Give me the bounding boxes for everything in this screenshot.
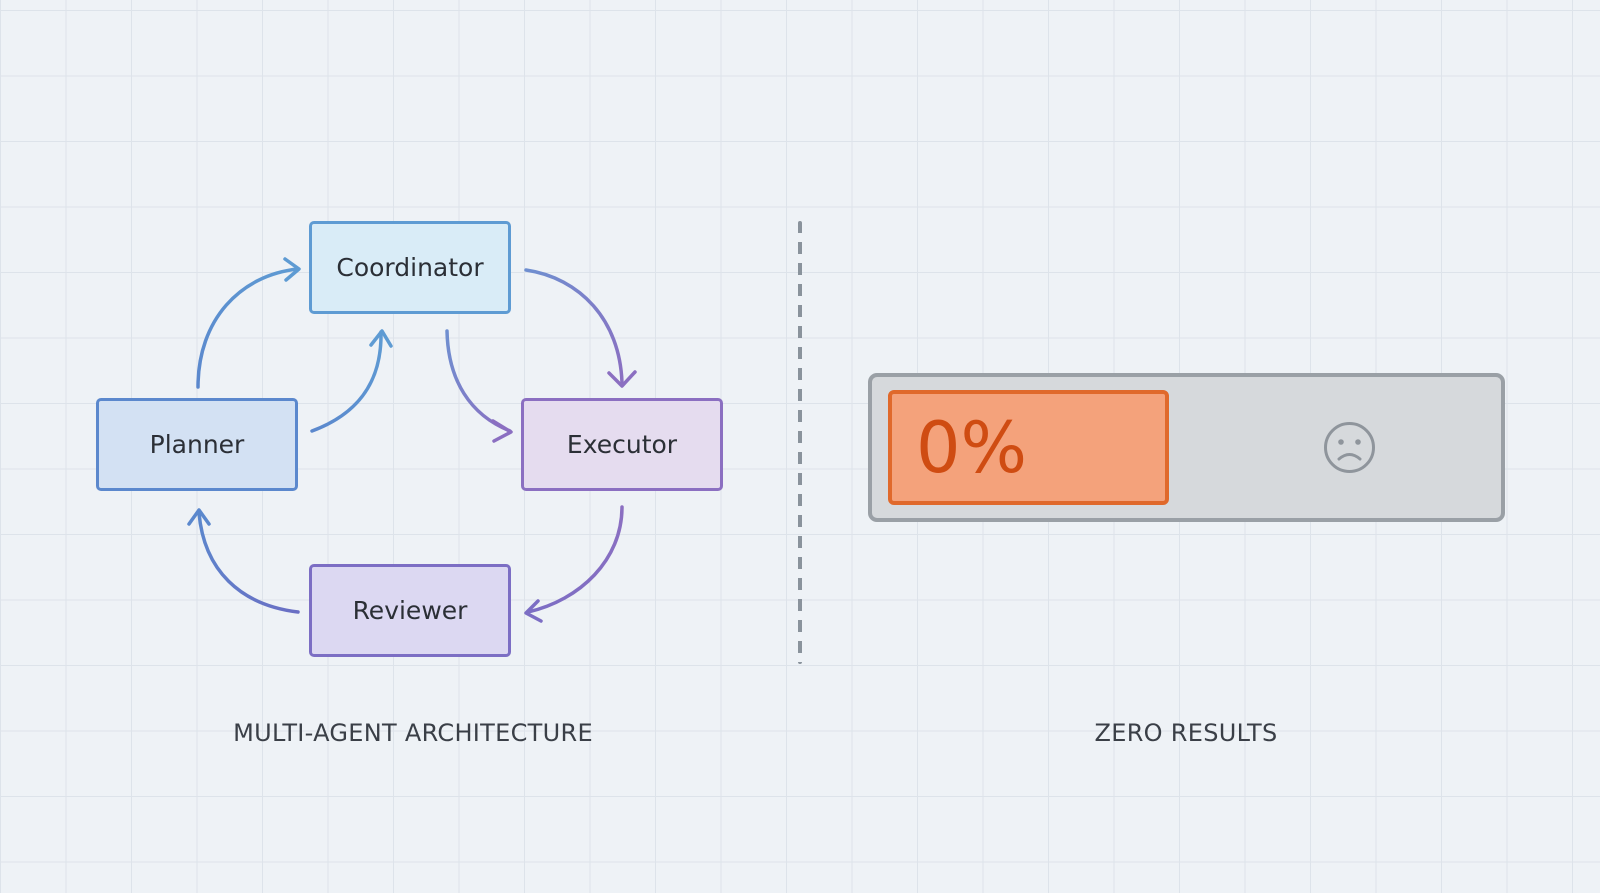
arrowhead [607,370,637,388]
edge-reviewer-to-planner [197,511,300,614]
arrowhead [187,508,211,526]
dashed-divider [798,221,802,664]
planner-node: Planner [96,398,298,491]
planner-label: Planner [149,430,245,459]
arrowhead [491,419,513,443]
progress-bar: 0% [868,373,1505,522]
edge-executor-to-reviewer [526,505,624,614]
executor-node: Executor [521,398,723,491]
arrowhead [524,599,543,623]
coordinator-label: Coordinator [336,253,484,282]
arrowhead [283,257,301,282]
coordinator-node: Coordinator [309,221,511,314]
edge-planner-to-coordinator-inner [310,330,383,433]
progress-fill: 0% [888,390,1169,505]
arrowhead [369,329,393,348]
executor-label: Executor [566,430,678,459]
edge-coordinator-to-executor-inner [445,329,512,433]
reviewer-node: Reviewer [309,564,511,657]
architecture-caption: MULTI-AGENT ARCHITECTURE [233,719,593,747]
edge-coordinator-to-executor-outer [524,268,624,385]
sad-face-icon [1324,422,1375,473]
edge-planner-to-coordinator-outer [196,267,300,389]
results-caption: ZERO RESULTS [1094,719,1278,747]
reviewer-label: Reviewer [352,596,468,625]
progress-percent-label: 0% [916,406,1028,489]
